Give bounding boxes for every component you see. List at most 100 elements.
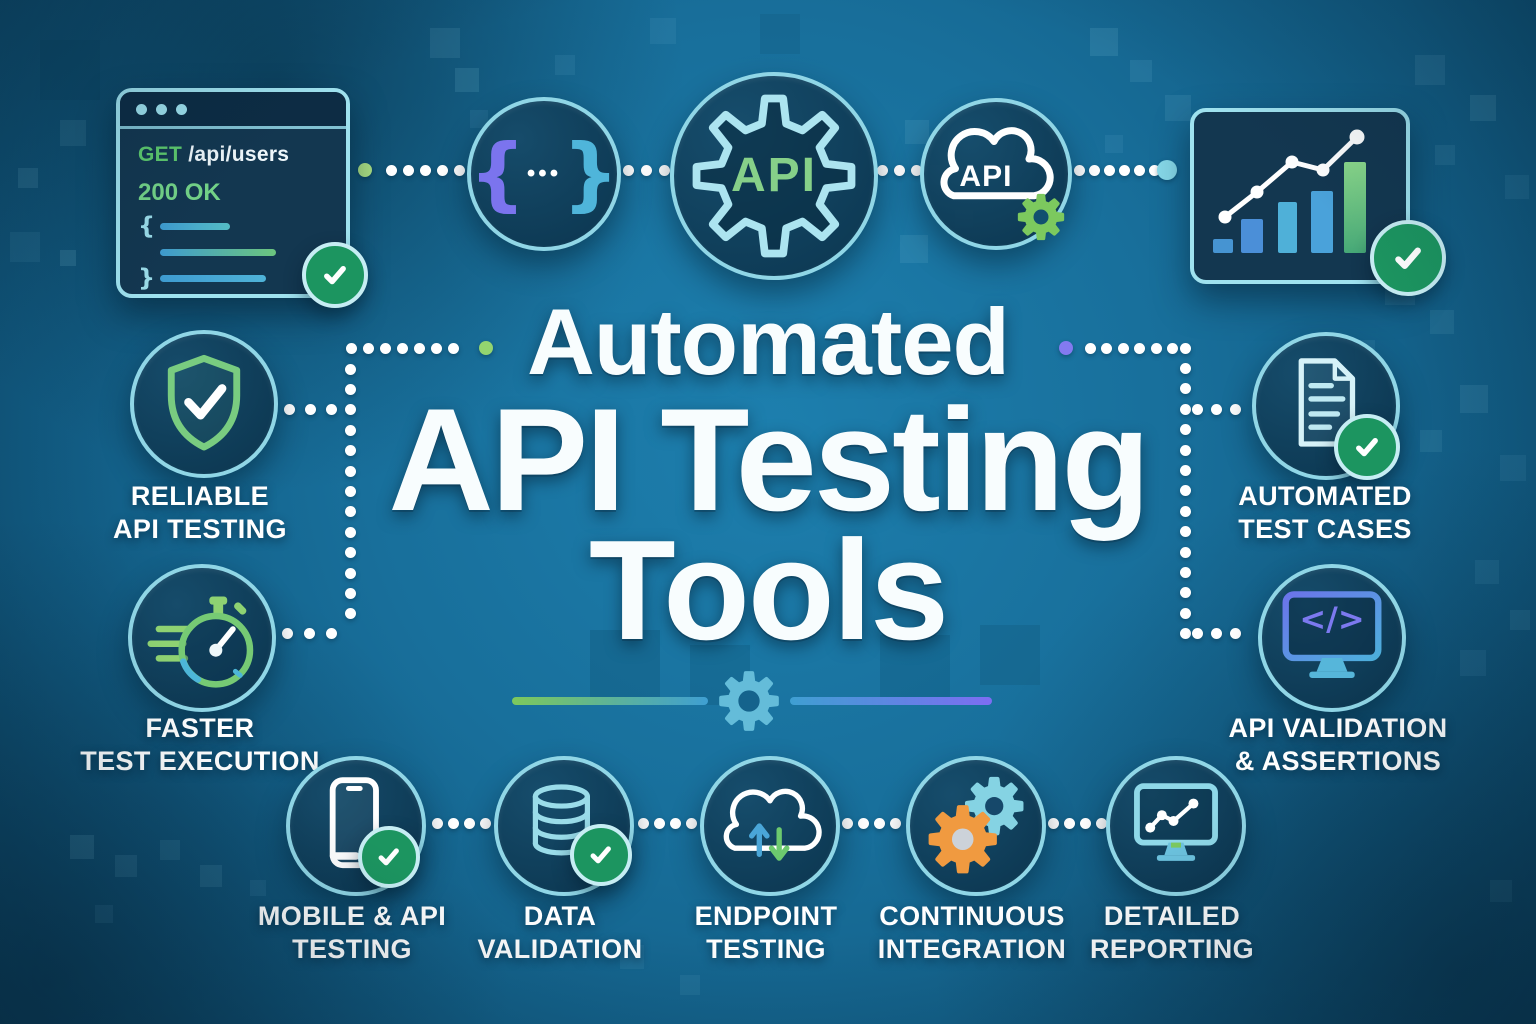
gear-icon <box>692 94 856 258</box>
left-brace-icon: { <box>468 127 526 220</box>
pixel-square <box>900 235 928 263</box>
connector-dot <box>1179 403 1191 415</box>
label-line: ENDPOINT <box>694 901 838 931</box>
label-line: FASTER <box>145 713 255 743</box>
label-line: DETAILED <box>1103 901 1241 931</box>
pixel-square <box>1505 175 1529 199</box>
response-status: 200 OK <box>138 179 221 206</box>
cloud-api-node: API <box>920 98 1072 250</box>
faster-execution-node <box>128 564 276 712</box>
label-reliable-api-testing: RELIABLE API TESTING <box>40 480 360 546</box>
connector-dot <box>1088 164 1100 176</box>
connector-dot <box>1084 342 1096 354</box>
pixel-square <box>1090 28 1118 56</box>
label-line: RELIABLE <box>130 481 270 511</box>
connector-dot <box>362 342 374 354</box>
connector-dot <box>889 817 901 829</box>
label-line: REPORTING <box>1089 934 1255 964</box>
connector-dot <box>344 547 356 559</box>
connector-dot <box>1118 164 1130 176</box>
connector-dot <box>1210 627 1222 639</box>
pixel-square <box>60 250 76 266</box>
connector-dot <box>479 817 491 829</box>
pixel-square <box>1500 455 1526 481</box>
connector-dot <box>1179 546 1191 558</box>
json-line: { <box>138 212 330 240</box>
label-line: TESTING <box>292 934 412 964</box>
shield-check-icon <box>167 354 241 451</box>
reliable-testing-node <box>130 330 278 478</box>
divider-line-right <box>790 697 992 705</box>
api-label: API <box>730 149 817 202</box>
connector-dot <box>1179 505 1191 517</box>
label-line: INTEGRATION <box>877 934 1067 964</box>
connector-dot <box>1101 342 1112 354</box>
pixel-square <box>555 55 575 75</box>
connector-dot <box>1179 424 1191 436</box>
label-line: TEST CASES <box>1238 514 1412 544</box>
label-api-validation-assertions: API VALIDATION & ASSERTIONS <box>1173 712 1503 778</box>
connector-dot <box>1229 403 1241 415</box>
connector-dot <box>1148 164 1160 176</box>
connector-dot <box>640 164 652 176</box>
connector-dot <box>1179 362 1191 374</box>
http-method: GET <box>138 143 183 166</box>
label-automated-test-cases: AUTOMATED TEST CASES <box>1175 480 1475 546</box>
divider-line-left <box>512 697 708 705</box>
code-line-bar <box>160 274 266 282</box>
pixel-square <box>980 625 1040 685</box>
pixel-square <box>650 18 676 44</box>
connector-dot <box>344 526 356 538</box>
connector-dot <box>447 817 459 829</box>
connector-dot <box>1179 526 1191 538</box>
connector-dot <box>1047 817 1059 829</box>
pixel-square <box>200 865 222 887</box>
connector-dot <box>344 485 356 497</box>
test-cases-node <box>1252 332 1400 480</box>
connector-dot <box>303 627 315 639</box>
check-icon <box>302 242 368 308</box>
pixel-square <box>760 14 800 54</box>
connector-dot <box>1103 164 1115 176</box>
pixel-square <box>160 840 180 860</box>
pixel-square <box>60 120 86 146</box>
title-line-1: Automated <box>527 289 1010 394</box>
pixel-square <box>1420 430 1442 452</box>
pixel-square <box>430 28 460 58</box>
pixel-square <box>1460 385 1488 413</box>
connector-dot <box>344 363 356 375</box>
right-brace-icon: } <box>562 127 620 220</box>
connector-dot <box>1191 403 1203 415</box>
pixel-square <box>115 855 137 877</box>
connector-dot <box>1095 817 1107 829</box>
label-endpoint-testing: ENDPOINT TESTING <box>646 900 886 966</box>
pixel-square <box>455 68 479 92</box>
pixel-square <box>1415 55 1445 85</box>
close-brace: } <box>138 264 156 292</box>
connector-dot <box>1179 485 1191 497</box>
connector-dot <box>402 164 414 176</box>
window-titlebar <box>120 92 346 129</box>
connector-dot <box>447 342 459 354</box>
connector-dot <box>344 445 356 457</box>
connector-dot <box>1210 403 1222 415</box>
pixel-square <box>1430 310 1454 334</box>
connector-dot <box>1167 342 1178 354</box>
label-line: CONTINUOUS <box>879 901 1065 931</box>
analytics-chart-card <box>1190 108 1446 296</box>
check-icon <box>1370 220 1446 296</box>
pixel-square <box>1460 650 1486 676</box>
connector-dot <box>396 342 408 354</box>
stopwatch-icon <box>147 596 254 688</box>
connector-dot <box>431 817 443 829</box>
connector-dot <box>379 342 391 354</box>
connector-dot <box>344 424 356 436</box>
connector-dot <box>1073 164 1085 176</box>
api-label: API <box>959 160 1013 193</box>
pixel-square <box>620 945 644 969</box>
pixel-square <box>680 975 700 995</box>
pixel-square <box>1475 560 1499 584</box>
